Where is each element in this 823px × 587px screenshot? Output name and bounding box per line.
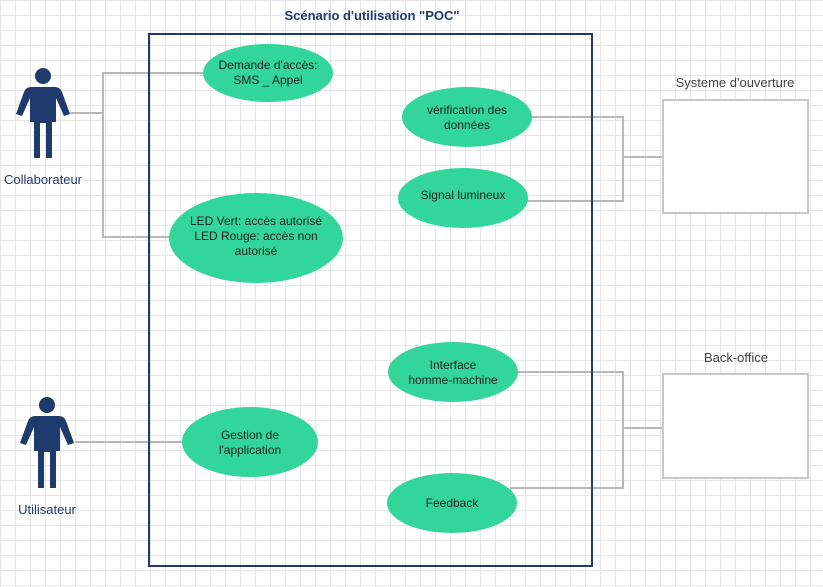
use-case-shape — [398, 168, 528, 228]
actor-utilisateur: Utilisateur — [18, 397, 77, 517]
system-box-backoffice — [662, 373, 809, 479]
use-case-label: données — [444, 118, 490, 132]
system-label-ouverture: Systeme d'ouverture — [676, 75, 795, 90]
use-case-label: homme-machine — [408, 373, 498, 387]
use-case-shape — [203, 44, 333, 102]
use-case-label: Feedback — [426, 496, 480, 510]
person-icon — [20, 397, 74, 488]
use-case-shape — [402, 87, 532, 147]
use-case-shape — [182, 407, 318, 477]
use-case-label: autorisé — [235, 244, 278, 258]
actor-label-collaborateur: Collaborateur — [4, 172, 83, 187]
connector-feedback-backoffice — [510, 428, 624, 489]
external-system-ouverture: Systeme d'ouverture — [662, 75, 809, 214]
actor-collaborateur: Collaborateur — [4, 68, 83, 187]
use-case-demande-acces: Demande d'accès: SMS _ Appel — [203, 44, 333, 102]
person-icon — [16, 68, 70, 158]
use-case-shape — [169, 193, 343, 283]
system-box-ouverture — [662, 99, 809, 214]
external-system-backoffice: Back-office — [662, 350, 809, 479]
use-case-label: vérification des — [427, 103, 507, 117]
diagram-title: Scénario d'utilisation "POC" — [284, 8, 459, 23]
use-case-shape — [387, 473, 517, 533]
use-case-feedback: Feedback — [387, 473, 517, 533]
actor-label-utilisateur: Utilisateur — [18, 502, 76, 517]
use-case-label: SMS _ Appel — [233, 73, 302, 87]
use-case-label: LED Vert: accès autorisé — [190, 214, 322, 228]
connector-signal-systeme — [526, 157, 624, 202]
connector-collaborateur-led — [102, 113, 172, 238]
use-case-verification: vérification des données — [402, 87, 532, 147]
connectors — [70, 72, 663, 489]
use-case-label: Signal lumineux — [421, 188, 506, 202]
use-case-interface: Interface homme-machine — [388, 342, 518, 402]
connector-interface-backoffice — [517, 371, 624, 428]
connector-verification-systeme — [531, 116, 624, 157]
system-boundary — [148, 33, 593, 567]
system-label-backoffice: Back-office — [704, 350, 768, 365]
use-case-led: LED Vert: accès autorisé LED Rouge: accè… — [169, 193, 343, 283]
use-case-signal: Signal lumineux — [398, 168, 528, 228]
connector-collaborateur-demande — [70, 72, 205, 114]
use-case-label: LED Rouge: accès non — [194, 229, 317, 243]
use-case-gestion-application: Gestion de l'application — [182, 407, 318, 477]
use-case-label: Gestion de — [221, 428, 279, 442]
use-case-label: l'application — [219, 443, 281, 457]
use-case-label: Demande d'accès: — [218, 58, 317, 72]
use-case-label: Interface — [430, 358, 477, 372]
use-case-shape — [388, 342, 518, 402]
